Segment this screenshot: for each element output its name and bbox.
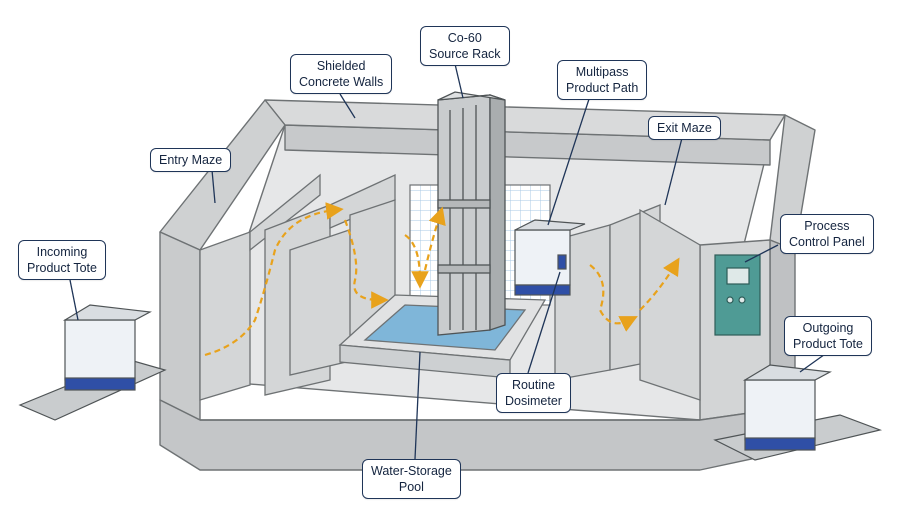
- outgoing-tote-and-conveyor: [713, 364, 883, 461]
- callout-exit-maze: Exit Maze: [648, 116, 721, 140]
- callout-outgoing-product-tote: Outgoing Product Tote: [784, 316, 872, 356]
- process-control-panel: [714, 254, 761, 336]
- maze-walls: [199, 173, 701, 401]
- callout-multipass-product-path: Multipass Product Path: [557, 60, 648, 100]
- callout-source-rack: Co-60 Source Rack: [420, 26, 510, 66]
- callout-water-storage-pool: Water-Storage Pool: [362, 459, 461, 499]
- callout-process-control-panel: Process Control Panel: [780, 214, 874, 254]
- incoming-tote-and-conveyor: [18, 304, 167, 421]
- callout-routine-dosimeter: Routine Dosimeter: [496, 373, 571, 413]
- source-rack: [437, 91, 506, 336]
- callout-entry-maze: Entry Maze: [150, 148, 232, 172]
- callout-shielded-concrete-walls: Shielded Concrete Walls: [290, 54, 393, 94]
- callout-leaders: [69, 63, 829, 460]
- callout-incoming-product-tote: Incoming Product Tote: [18, 240, 106, 280]
- tote-in-chamber: [514, 219, 586, 296]
- product-path-arrows: [204, 202, 680, 357]
